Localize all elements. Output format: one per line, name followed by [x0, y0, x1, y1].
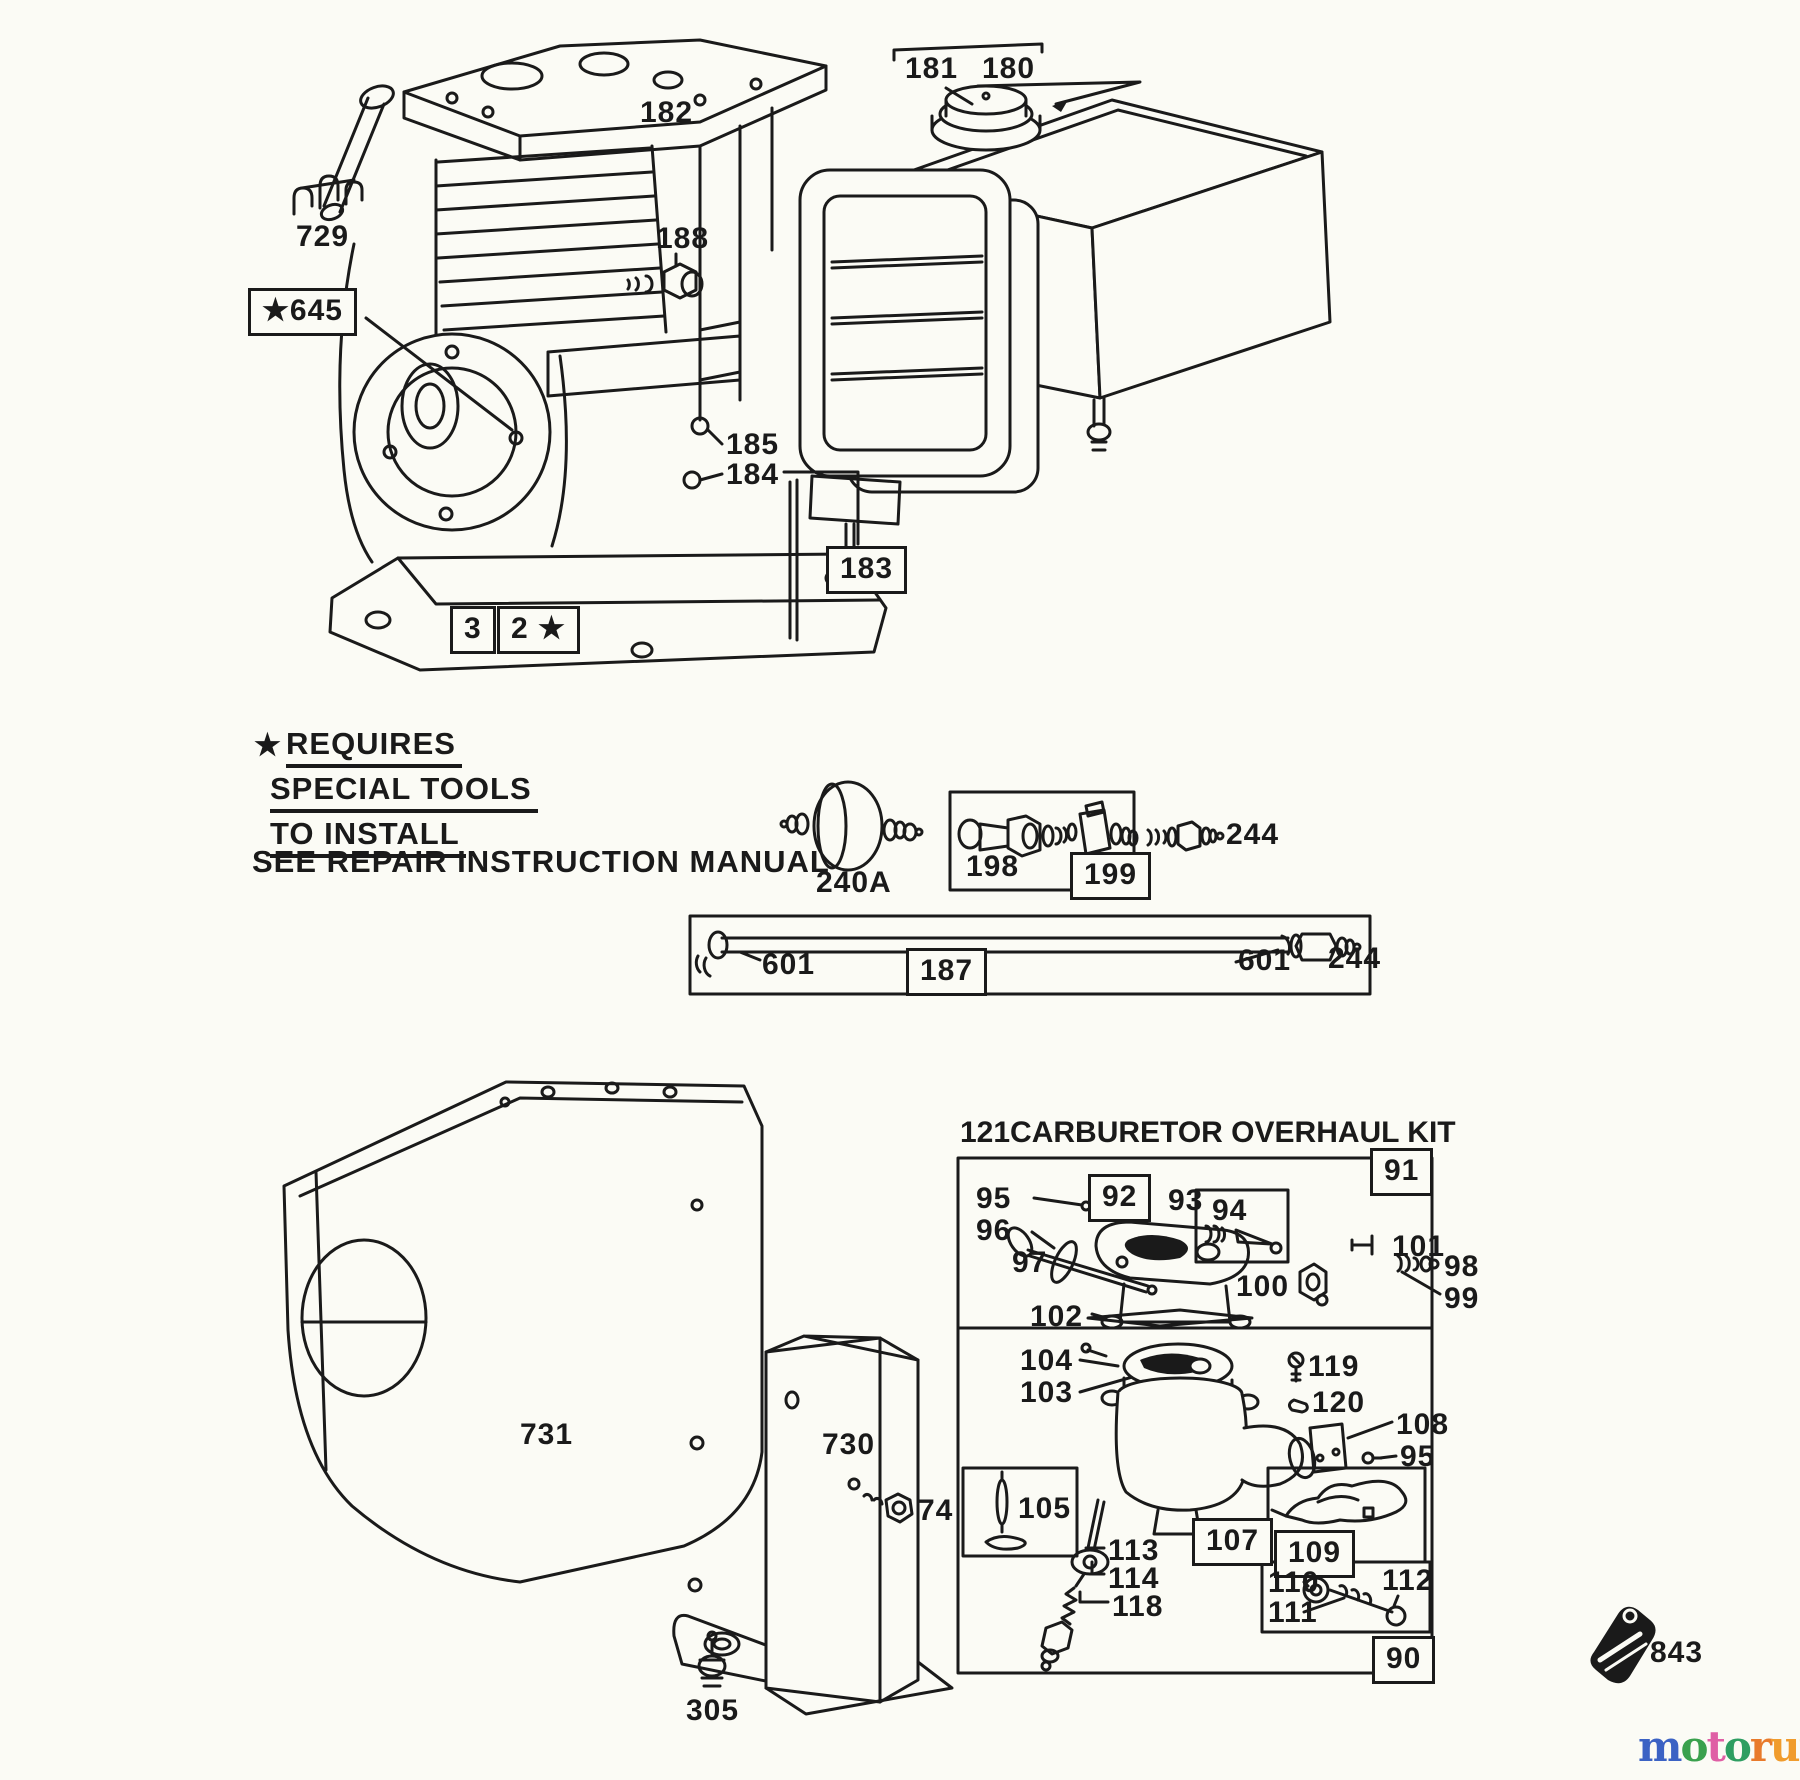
part-label-93: 93: [1168, 1184, 1204, 1217]
part-label-729: 729: [296, 220, 350, 253]
fitting-244-upper-drawing: [1146, 820, 1225, 852]
part-label-74: 74: [918, 1494, 954, 1527]
part-label-97: 97: [1012, 1246, 1048, 1279]
logo-letter: u: [1770, 1722, 1800, 1771]
part-label-645: ★645: [248, 288, 357, 336]
part-label-101: 101: [1392, 1230, 1446, 1263]
part-label-180: 180: [982, 52, 1036, 85]
bolt-74-drawing: [847, 1477, 914, 1524]
note-line-2: SPECIAL TOOLS: [270, 771, 538, 813]
part-label-181: 181: [905, 52, 959, 85]
part-label-730: 730: [822, 1428, 876, 1461]
part-label-95: 95: [976, 1182, 1012, 1215]
carb-kit-drawing: [956, 1156, 1442, 1675]
motoruf-logo-text: motoruf: [1638, 1722, 1800, 1771]
part-label-96: 96: [976, 1214, 1012, 1247]
part-label-240A: 240A: [816, 866, 892, 899]
fuel-filter-240a-drawing: [779, 780, 924, 872]
part-label-92: 92: [1088, 1174, 1152, 1222]
part-label-188: 188: [656, 222, 710, 255]
part-label-109: 109: [1274, 1530, 1356, 1578]
part-label-104: 104: [1020, 1344, 1074, 1377]
part-label-90: 90: [1372, 1636, 1436, 1684]
part-label-2: 2 ★: [497, 606, 580, 654]
part-label-107: 107: [1192, 1518, 1274, 1566]
part-label-102: 102: [1030, 1300, 1084, 1333]
part-843-drawing: [1590, 1606, 1656, 1684]
part-label-113: 113: [1108, 1534, 1160, 1567]
repair-manual-note: SEE REPAIR INSTRUCTION MANUAL: [252, 844, 830, 879]
logo-letter: t: [1706, 1722, 1725, 1771]
part-label-601-right: 601: [1238, 944, 1292, 977]
part-label-118: 118: [1112, 1590, 1164, 1623]
part-label-103: 103: [1020, 1376, 1074, 1409]
part-label-100: 100: [1236, 1270, 1290, 1303]
part-label-185: 185: [726, 428, 780, 461]
part-label-105: 105: [1018, 1492, 1072, 1525]
part-label-843: 843: [1650, 1636, 1704, 1669]
logo-letter: o: [1723, 1722, 1752, 1771]
blower-housing-drawing: [282, 1080, 808, 1690]
part-label-187: 187: [906, 948, 988, 996]
part-label-111: 111: [1268, 1596, 1318, 1629]
carb-kit-title: 121CARBURETOR OVERHAUL KIT: [960, 1116, 1456, 1149]
part-label-244-lower: 244: [1328, 942, 1382, 975]
part-label-120: 120: [1312, 1386, 1366, 1419]
part-label-112: 112: [1382, 1564, 1434, 1597]
part-label-199: 199: [1070, 852, 1152, 900]
bolt-305-drawing: [697, 1630, 727, 1688]
motoruf-logo: motoruf.de: [1638, 1722, 1800, 1771]
pointer-645: [364, 316, 514, 432]
part-label-731: 731: [520, 1418, 574, 1451]
note-line-3: TO INSTALL: [270, 816, 466, 858]
part-label-183: 183: [826, 546, 908, 594]
part-label-94: 94: [1212, 1194, 1248, 1227]
part-label-95b: 95: [1400, 1440, 1436, 1473]
part-label-110: 110: [1268, 1566, 1320, 1599]
part-label-244-upper: 244: [1226, 818, 1280, 851]
part-label-98: 98: [1444, 1250, 1480, 1283]
logo-letter: r: [1749, 1722, 1772, 1771]
bolt-188-drawing: [626, 252, 704, 300]
logo-letter: o: [1680, 1722, 1708, 1771]
part-label-119: 119: [1308, 1350, 1360, 1383]
note-star: ★: [254, 729, 281, 762]
part-label-601-left: 601: [762, 948, 816, 981]
part-label-99: 99: [1444, 1282, 1480, 1315]
part-label-184: 184: [726, 458, 780, 491]
air-filter-drawing: [682, 168, 1040, 570]
note-line-1: REQUIRES: [286, 726, 462, 768]
part-label-108: 108: [1396, 1408, 1450, 1441]
shutoff-valve-drawing: [948, 790, 1139, 892]
part-label-305: 305: [686, 1694, 740, 1727]
logo-letter: f: [1799, 1722, 1800, 1771]
part-label-198: 198: [966, 850, 1020, 883]
part-label-114: 114: [1108, 1562, 1160, 1595]
clip-729-drawing: [292, 174, 364, 216]
fuel-line-drawing: [688, 914, 1372, 996]
part-label-3: 3: [450, 606, 496, 654]
logo-letter: m: [1638, 1722, 1682, 1771]
part-label-182: 182: [640, 96, 694, 129]
part-label-91: 91: [1370, 1148, 1434, 1196]
special-tools-note: REQUIRES SPECIAL TOOLS TO INSTALL: [270, 726, 538, 861]
